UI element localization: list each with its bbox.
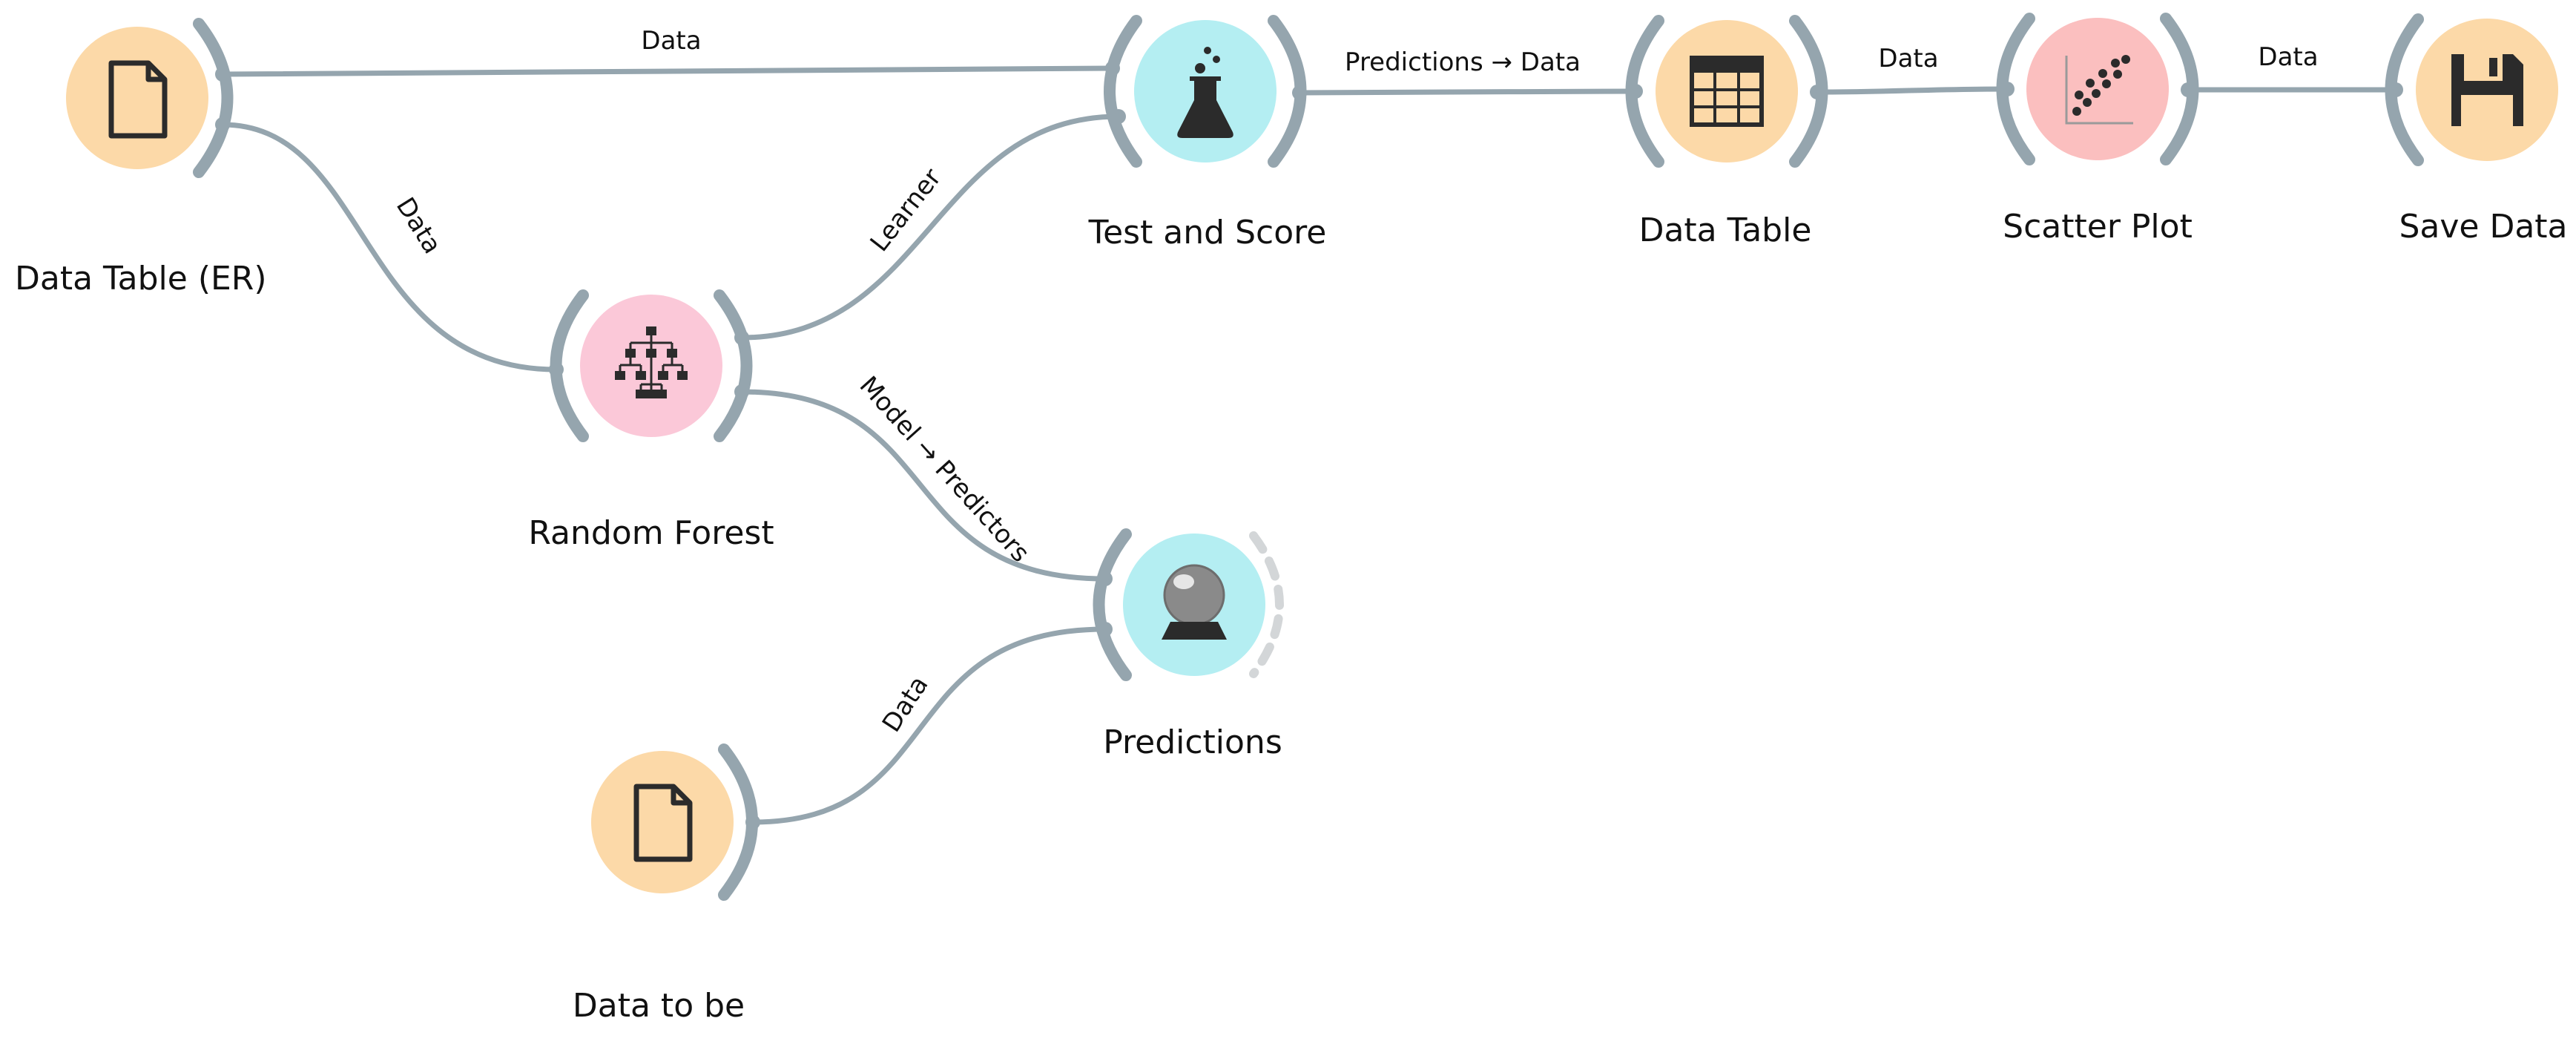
link-label-rf-to-test: Learner: [865, 163, 948, 257]
output-bracket[interactable]: [1789, 15, 1828, 168]
node-label-data-to-be: Data to be: [573, 987, 745, 1025]
node-label-save-data: Save Data: [2399, 208, 2567, 246]
file-icon: [108, 60, 168, 139]
file-icon: [633, 784, 693, 862]
link-tobe-to-predictions[interactable]: [750, 626, 1108, 825]
link-label-scatter-to-save: Data: [2258, 42, 2318, 72]
link-label-test-to-table: Predictions → Data: [1345, 47, 1581, 77]
node-label-data-table-er: Data Table (ER): [15, 260, 267, 298]
input-bracket[interactable]: [1093, 528, 1132, 681]
output-bracket[interactable]: [1249, 531, 1284, 678]
link-label-er-to-rf: Data: [390, 192, 447, 259]
input-bracket[interactable]: [1104, 15, 1142, 168]
node-label-predictions: Predictions: [1103, 723, 1282, 761]
link-label-table-to-scatter: Data: [1878, 44, 1938, 73]
input-bracket[interactable]: [2385, 13, 2424, 166]
link-rf-to-predictions[interactable]: [739, 389, 1108, 582]
output-bracket[interactable]: [718, 743, 758, 901]
link-rf-to-test[interactable]: [739, 114, 1121, 341]
scatter-plot-icon: [2065, 55, 2133, 125]
link-endpoints: [215, 61, 2403, 830]
node-scatter-plot[interactable]: [1996, 13, 2199, 165]
tree-hierarchy-icon: [615, 326, 688, 398]
output-bracket[interactable]: [714, 289, 753, 442]
output-bracket[interactable]: [1268, 15, 1307, 168]
links: [220, 65, 2399, 825]
floppy-disk-icon: [2451, 54, 2523, 126]
input-bracket[interactable]: [1625, 15, 1664, 168]
node-save-data[interactable]: [2385, 13, 2559, 166]
link-er-to-test[interactable]: [220, 65, 1116, 77]
link-label-tobe-to-predictions: Data: [877, 671, 935, 738]
node-data-to-be[interactable]: [591, 743, 758, 901]
node-random-forest[interactable]: [550, 289, 753, 442]
node-test-and-score[interactable]: [1104, 15, 1307, 168]
node-data-table[interactable]: [1625, 15, 1828, 168]
table-icon: [1690, 56, 1764, 127]
flask-icon: [1177, 47, 1233, 138]
node-label-data-table: Data Table: [1639, 211, 1812, 249]
output-bracket[interactable]: [2160, 13, 2199, 165]
input-bracket[interactable]: [1996, 13, 2035, 165]
output-bracket[interactable]: [193, 18, 234, 178]
link-table-to-scatter[interactable]: [1814, 86, 2010, 95]
node-label-scatter-plot: Scatter Plot: [2003, 208, 2193, 246]
link-label-er-to-test: Data: [641, 26, 701, 56]
link-label-rf-to-predictions: Model → Predictors: [854, 371, 1035, 568]
node-data-table-er[interactable]: [66, 18, 234, 178]
crystal-ball-icon: [1162, 564, 1227, 640]
link-test-to-table[interactable]: [1297, 88, 1638, 96]
link-er-to-rf[interactable]: [220, 122, 559, 372]
node-label-random-forest: Random Forest: [528, 514, 774, 552]
node-label-test-and-score: Test and Score: [1088, 214, 1327, 252]
input-bracket[interactable]: [550, 289, 589, 442]
node-predictions[interactable]: [1093, 528, 1284, 681]
